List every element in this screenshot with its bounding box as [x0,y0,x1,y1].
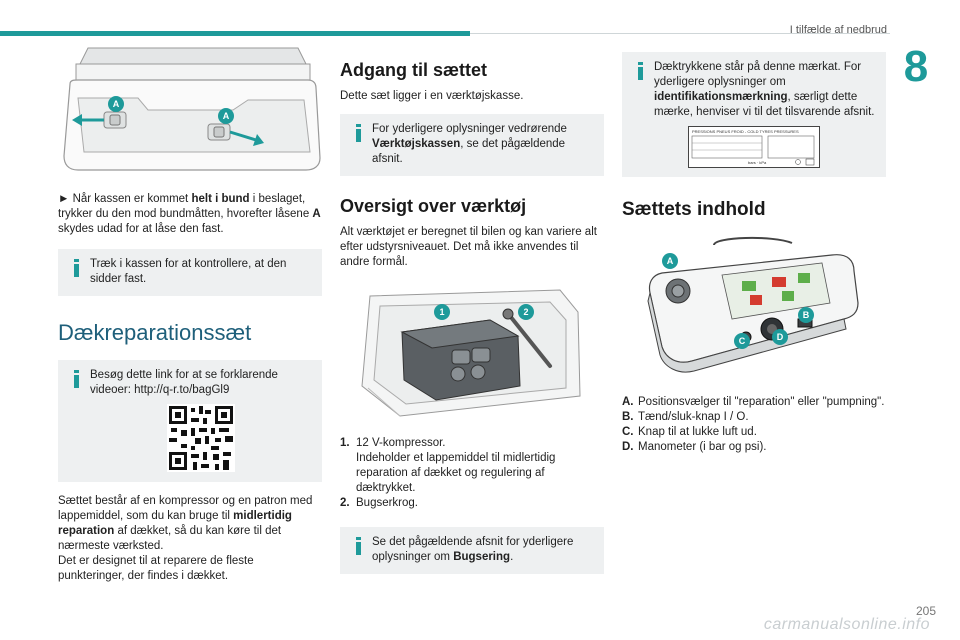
list-item: C. Knap til at lukke luft ud. [622,426,757,438]
section-heading-tools: Oversigt over værktøj [340,196,527,216]
label-units-text: bars · kPa [748,160,767,165]
toolbox-contents-drawing [361,289,581,417]
watermark: carmanualsonline.info [763,616,930,633]
tools-list: 1. 12 V-kompressor.Indeholder et lappemi… [340,436,604,511]
page-number: 205 [915,604,936,618]
list-item: D. Manometer (i bar og psi). [622,441,767,453]
tools-text: Alt værktøjet er beregnet til bilen og k… [340,226,597,268]
info-icon [638,62,643,80]
toolbox-contents-illustration: 1 2 [340,276,604,426]
info-box-check-fastened: Træk i kassen for at kontrollere, at den… [58,249,322,296]
tool-badge-1: 1 [434,304,450,320]
section-heading-access: Adgang til sættet [340,60,487,80]
list-item: B. Tænd/sluk-knap I / O. [622,411,749,423]
step-instruction: ► Når kassen er kommet helt i bund i bes… [58,193,321,235]
compressor-illustration: A B C D [622,233,886,383]
column-2: Adgang til sættet Dette sæt ligger i en … [340,40,604,574]
header-rule [470,33,890,34]
list-item: A. Positionsvælger til "reparation" elle… [622,396,885,408]
chapter-number: 8 [903,42,929,91]
info-icon [356,124,361,142]
list-item: 1. 12 V-kompressor.Indeholder et lappemi… [340,437,556,494]
list-item: 2. Bugserkrog. [340,497,419,509]
kit-badge-d: D [772,329,788,345]
label-heading-text: PRESSIONS PNEUS FROID - COLD TYRES PRESS… [692,129,799,134]
tyre-pressure-label-graphic: PRESSIONS PNEUS FROID - COLD TYRES PRESS… [688,126,820,168]
toolbox-lock-drawing [63,47,321,171]
toolbox-lock-illustration: A A [58,40,322,180]
lock-badge-a-left: A [108,96,124,112]
info-icon [74,370,79,388]
info-box-toolbox: For yderligere oplysninger vedrørende Væ… [340,114,604,176]
kit-badge-c: C [734,333,750,349]
info-box-towing: Se det pågældende afsnit for yderligere … [340,527,604,574]
info-box-tyre-pressure: Dæktrykkene står på denne mærkat. For yd… [622,52,886,177]
kit-description: Sættet består af en kompressor og en pat… [58,495,313,552]
info-icon [74,259,79,277]
qr-code-icon[interactable] [167,404,235,472]
column-1: A A ► Når kassen er kommet helt i bund i… [58,40,322,584]
column-3: Dæktrykkene står på denne mærkat. For yd… [622,40,886,455]
lock-badge-a-right: A [218,108,234,124]
kit-designed-for: Det er designet til at reparere de flest… [58,555,254,582]
header-accent-bar [0,31,470,36]
section-heading-repair-kit: Dækreparationssæt [58,320,252,345]
info-icon [356,537,361,555]
tool-badge-2: 2 [518,304,534,320]
compressor-drawing [647,236,859,373]
kit-badge-a: A [662,253,678,269]
info-box-video-link: Besøg dette link for at se forklarende v… [58,360,322,482]
access-text: Dette sæt ligger i en værktøjskasse. [340,90,524,102]
section-heading-kit-contents: Sættets indhold [622,199,766,220]
chapter-title: I tilfælde af nedbrud [789,24,887,36]
kit-badge-b: B [798,307,814,323]
kit-legend: A. Positionsvælger til "reparation" elle… [622,395,886,455]
